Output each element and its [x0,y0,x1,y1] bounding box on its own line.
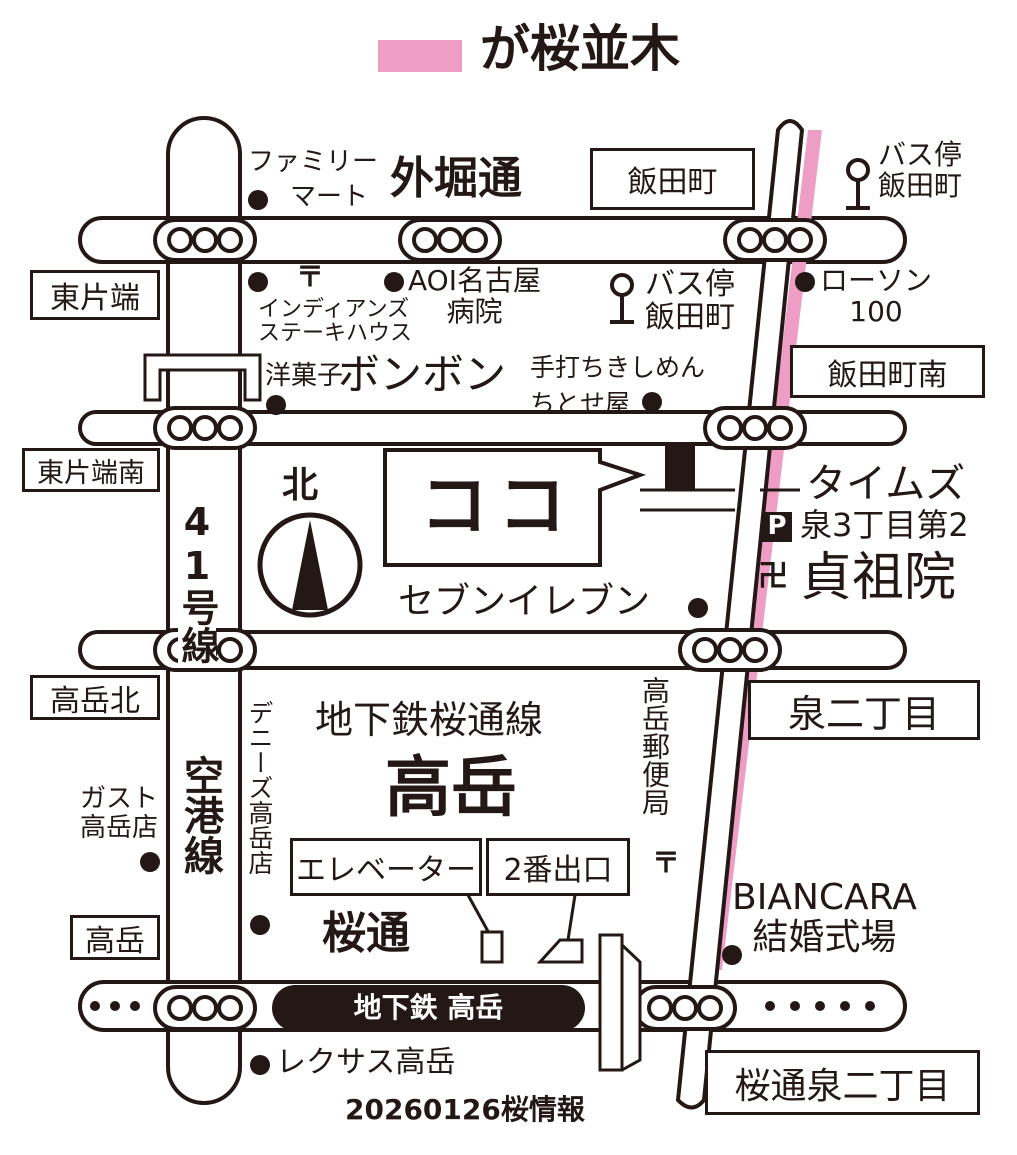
traffic-signal-icon [398,218,502,262]
traffic-signal-icon [723,218,827,262]
traffic-signal-icon [153,406,257,450]
place-takaoka-post-office: 高岳郵便局 [638,676,671,816]
place-bonbon-prefix: 洋菓子 [265,361,344,391]
post-office-icon: 〒 [296,260,325,293]
place-chitose-ya: 手打ちきしめん ちとせ屋 [530,353,706,419]
intersection-izumi-2chome: 泉二丁目 [748,680,980,740]
place-lawson-100: ローソン 100 [820,264,933,328]
intersection-iidamachi: 飯田町 [590,148,755,210]
traffic-signal-icon [633,985,737,1031]
street-sakuradori: 桜通 [322,908,410,959]
traffic-signal-icon [153,218,257,262]
subway-bar-label: 地下鉄 高岳 [353,991,504,1024]
place-bonbon: ボンボン [338,350,507,399]
bus-stop-icon [610,273,634,324]
place-indians-steakhouse: インディアンズ ステーキハウス [258,297,413,347]
intersection-higashikatahabashi-minami: 東片端南 [22,448,160,492]
intersection-takaoka: 高岳 [70,915,160,960]
elevator-label: エレベーター [290,838,482,896]
place-bus-stop-2: バス停 飯田町 [645,267,735,335]
station-name: 高岳 [385,749,517,826]
road-diagonal [675,119,805,1110]
place-biancara: BIANCARA 結婚式場 [732,877,917,958]
place-seven-eleven: セブンイレブン [398,581,651,622]
place-bus-stop-1: バス停 飯田町 [878,138,963,202]
post-office-icon-2: 〒 [652,846,681,879]
north-label: 北 [282,465,319,506]
credit: 20260126桜情報 [345,1093,585,1126]
traffic-signal-icon [153,985,257,1031]
legend-label: が桜並木 [480,20,680,78]
temple-icon: 卍 [758,559,788,594]
destination-label: ココ [420,467,577,546]
traffic-signal-icon [703,406,807,450]
place-parking: 泉3丁目第2 [800,506,969,544]
intersection-sakuradori-izumi-2chome: 桜通泉二丁目 [705,1050,980,1115]
place-gusto: ガスト 高岳店 [79,784,158,843]
legend-swatch [378,40,462,72]
traffic-signal-icon [678,628,782,672]
street-kuko: 空港線 [177,755,223,875]
bus-stop-icon [846,158,870,210]
intersection-takaoka-kita: 高岳北 [30,675,160,720]
street-sotobori: 外堀通 [390,153,522,204]
subway-bar [272,985,585,1031]
road-2 [78,410,907,446]
intersection-iidamachi-minami: 飯田町南 [790,345,985,398]
parking-icon: P [762,512,792,542]
place-lexus: レクサス高岳 [276,1045,456,1080]
street-route41: 41号線 [175,500,219,664]
station-entrance-icon [598,933,642,1072]
intersection-higashikatahabashi: 東片端 [30,270,160,320]
exit-2-label: 2番出口 [486,838,630,896]
place-dennys: デニーズ高岳店 [245,700,274,875]
place-teisoin: 貞祖院 [800,548,957,608]
place-aoi-hospital: AOI名古屋 病院 [408,264,541,328]
building-icon [665,445,695,490]
subway-line: 地下鉄桜通線 [315,698,544,742]
place-familymart: ファミリー マート [248,147,379,213]
place-times: タイムズ [806,461,966,507]
destination-callout [383,448,647,567]
